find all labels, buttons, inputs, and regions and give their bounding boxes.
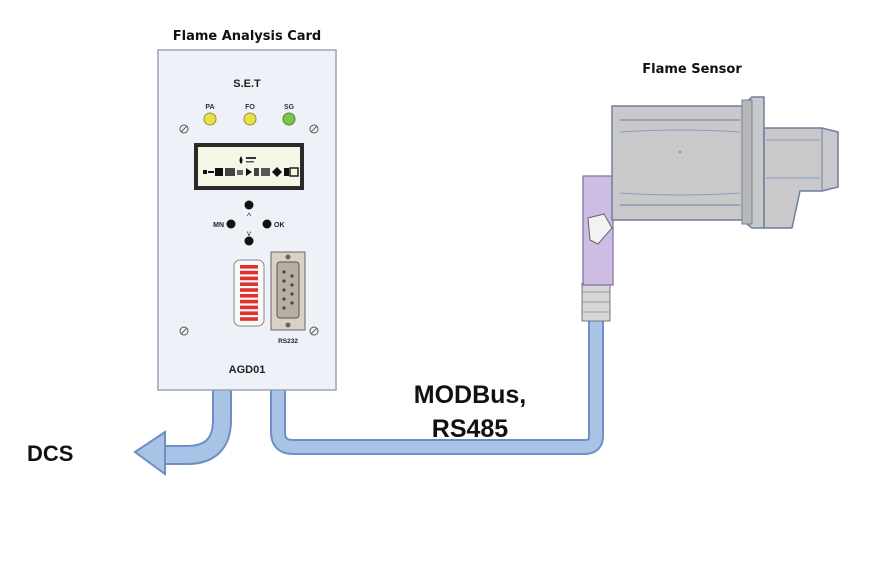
button-ok-label: OK [274,222,285,229]
bargraph-segment [240,299,258,304]
led-fo: FO [243,104,257,126]
dcs-arrow-head [133,430,166,476]
sensor-title: Flame Sensor [642,62,742,77]
bargraph-segment [240,311,258,315]
bargraph-segment [240,317,258,321]
protocol-line1: MODBus, [414,381,527,409]
flame-sensor [581,96,839,322]
screw-icon [309,124,319,134]
led-pa-light [203,112,217,126]
protocol-line2: RS485 [432,415,509,443]
rs232-label: RS232 [278,338,298,345]
button-ok[interactable] [262,219,272,229]
card-title: Flame Analysis Card [173,29,322,44]
screw-icon [309,326,319,336]
flame-analysis-card: S.E.T PA FO SG [157,49,337,391]
bargraph-segment [240,305,258,310]
sensor-body [611,96,765,229]
button-down-label: v [247,229,251,238]
dcs-label: DCS [27,441,73,466]
bargraph-segment [240,276,258,281]
button-up[interactable] [244,200,254,210]
led-pa: PA [203,104,217,126]
dcs-cable [133,388,232,476]
led-fo-light [243,112,257,126]
led-sg: SG [282,104,296,126]
screw-icon [179,326,189,336]
modbus-cable [270,318,604,455]
drop-icon [239,156,243,164]
lcd-display [194,143,304,190]
card-model: AGD01 [229,364,266,376]
nav-buttons: ^ MN OK v [213,200,285,246]
led-sg-label: SG [284,104,295,111]
button-down[interactable] [244,236,254,246]
signal-bargraph [233,259,265,327]
bargraph-segment [240,294,258,298]
rs232-port[interactable] [270,251,306,331]
bargraph-segment [240,265,258,269]
card-brand: S.E.T [233,78,261,90]
screw-icon [179,124,189,134]
button-up-label: ^ [247,211,252,221]
led-pa-label: PA [205,104,214,111]
button-menu-label: MN [213,222,224,229]
bargraph-segment [240,270,258,275]
bargraph-segment [240,288,258,292]
led-fo-label: FO [245,104,255,111]
button-menu[interactable] [226,219,236,229]
bargraph-segment [240,282,258,286]
led-sg-light [282,112,296,126]
